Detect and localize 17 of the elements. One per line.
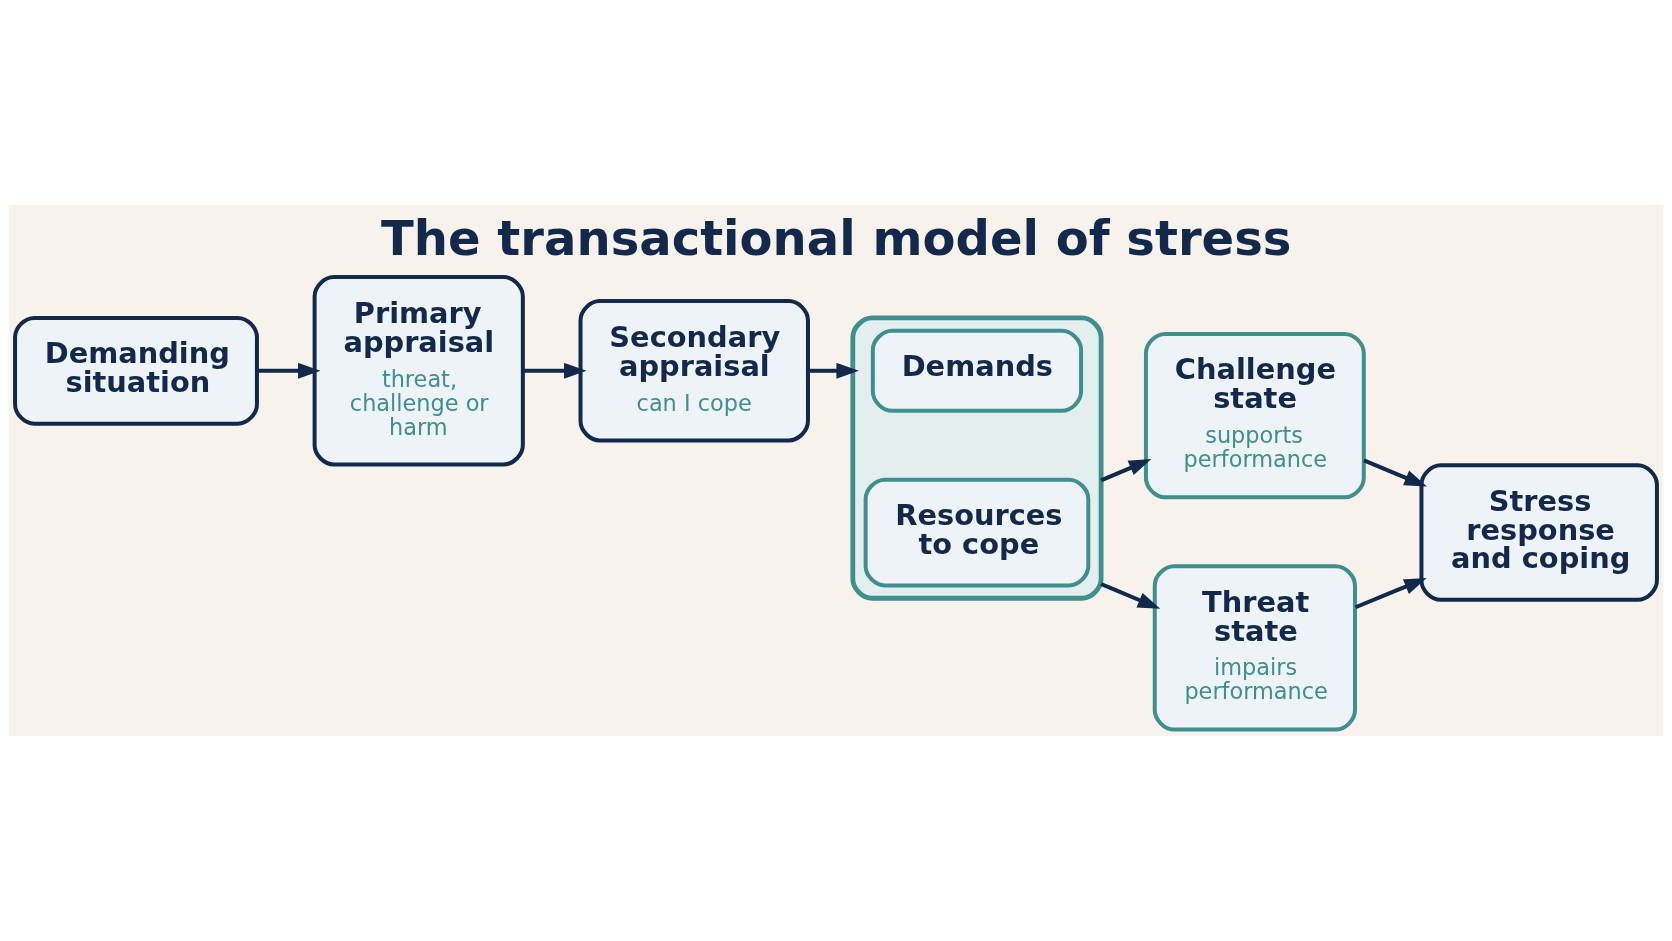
node-box: Threat state impairs performance <box>1152 564 1357 732</box>
diagram-title: The transactional model of stress <box>381 209 1292 266</box>
arrow <box>1100 459 1152 483</box>
cluster <box>850 315 1104 601</box>
node-box: Demands <box>870 328 1084 413</box>
arrow <box>523 362 587 379</box>
arrow <box>1354 578 1427 610</box>
arrow <box>1100 582 1161 609</box>
node-box: Stress response and coping <box>1419 463 1659 602</box>
node-box: Challenge state supports performance <box>1143 331 1366 500</box>
node-box: Demanding situation <box>13 315 259 426</box>
node-box: Secondary appraisal can I cope <box>578 299 810 443</box>
arrow <box>256 362 321 379</box>
arrow <box>1363 458 1427 487</box>
node-box: Primary appraisal threat, challenge or harm <box>312 275 525 467</box>
node-box: Resources to cope <box>863 477 1091 588</box>
arrow <box>808 362 859 379</box>
